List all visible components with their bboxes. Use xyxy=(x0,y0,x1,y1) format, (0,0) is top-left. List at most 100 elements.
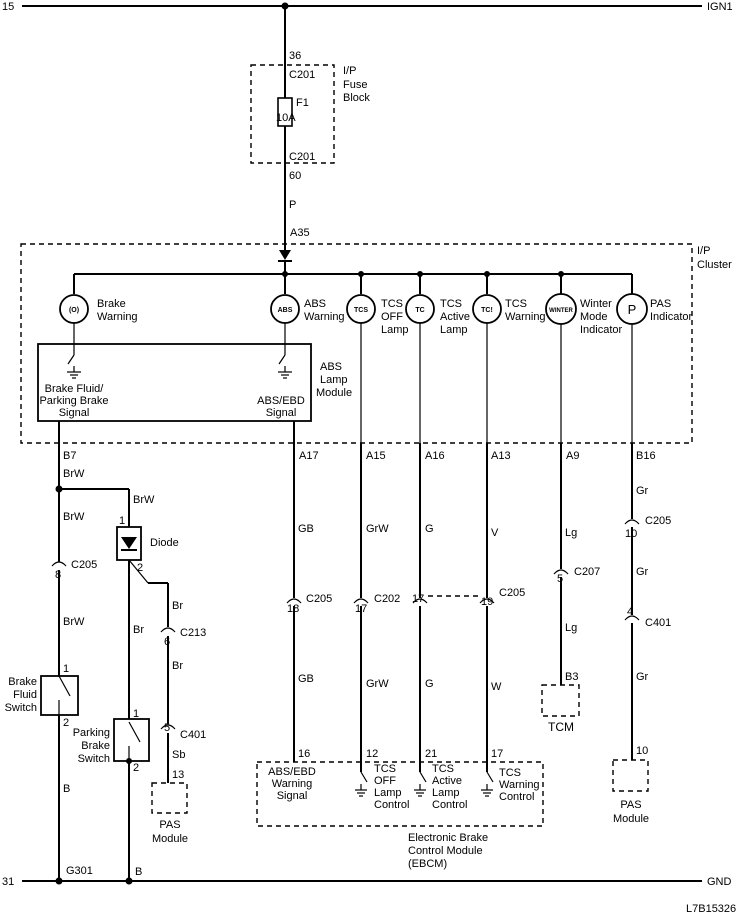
c205-pin19: 19 xyxy=(481,596,493,608)
pas-module-left-label-1: PAS xyxy=(159,819,180,831)
abs-warning-label-2: Warning xyxy=(304,311,345,323)
c401-connector xyxy=(160,724,176,730)
brake-warning-label-2: Warning xyxy=(97,311,138,323)
ebcm-tcs-active-3: Lamp xyxy=(432,787,460,799)
brake-switch-label-3: Switch xyxy=(5,702,37,714)
b16-wire-color-3: Gr xyxy=(636,671,649,683)
winter-mode-label-3: Indicator xyxy=(580,324,623,336)
c205-pin10-connector xyxy=(624,519,640,525)
cluster-diode-icon xyxy=(279,250,291,260)
c205-left-label: C205 xyxy=(71,559,97,571)
park-switch-pin-1: 1 xyxy=(133,708,139,720)
ebcm-pin-17: 17 xyxy=(491,748,503,760)
tcm-pin: B3 xyxy=(565,671,578,683)
tcs-warning-label-1: TCS xyxy=(505,298,527,310)
rail-top-number: 15 xyxy=(2,1,14,13)
c205-pin19-connector xyxy=(479,598,495,604)
cluster-outline xyxy=(20,243,693,444)
winter-mode-label-2: Mode xyxy=(580,311,608,323)
ebcm-label-3: (EBCM) xyxy=(408,858,447,870)
a9-wire-color-2: Lg xyxy=(565,622,577,634)
ebcm-abs-ebd-3: Signal xyxy=(277,790,308,802)
fuse-f1-icon xyxy=(277,97,293,127)
tcs-warning-lamp-glyph: TC! xyxy=(481,307,493,314)
tcs-active-lamp-glyph: TC xyxy=(415,307,424,314)
a17-wire-color-2: GB xyxy=(298,673,314,685)
tcs-off-lamp-glyph: TCS xyxy=(354,307,368,314)
figure-id: L7B15326 xyxy=(686,903,736,915)
pas-module-right-pin: 10 xyxy=(636,745,648,757)
brake-switch-wire-color: BrW xyxy=(63,616,85,628)
c205-pin18-connector xyxy=(286,598,302,604)
fuse-conn-bottom: C201 xyxy=(289,151,315,163)
abs-lamp-switch-blade xyxy=(278,354,286,365)
ebcm-tcs-off-2: OFF xyxy=(374,775,396,787)
diode-pin-2: 2 xyxy=(137,562,143,574)
c207-label: C207 xyxy=(574,566,600,578)
pas-module-right-box xyxy=(612,759,649,792)
brake-fluid-signal-2: Parking Brake xyxy=(39,395,108,407)
rail-top-label: IGN1 xyxy=(707,1,733,13)
brake-warning-label-1: Brake xyxy=(97,298,126,310)
pas-indicator-label-2: Indicator xyxy=(650,311,693,323)
pas-module-pin: 13 xyxy=(172,769,184,781)
pas-indicator-lamp-glyph: P xyxy=(628,302,637,317)
a16-wire-color-2: G xyxy=(425,678,434,690)
a16-pin: A16 xyxy=(425,450,445,462)
c207-connector xyxy=(553,569,569,575)
b7-wire-color-2: BrW xyxy=(63,511,85,523)
brake-lamp-switch-blade xyxy=(67,354,75,365)
abs-ebd-signal-2: Signal xyxy=(266,407,297,419)
fuse-block-label-2: Fuse xyxy=(343,79,367,91)
brake-fluid-signal-1: Brake Fluid/ xyxy=(45,383,105,395)
park-switch-pin-2: 2 xyxy=(133,762,139,774)
a13-wire-color-2: W xyxy=(491,681,502,693)
diode-pin-1: 1 xyxy=(119,515,125,527)
a9-wire-color-1: Lg xyxy=(565,527,577,539)
cluster-label-2: Cluster xyxy=(697,259,732,271)
parking-brake-switch-box xyxy=(113,718,150,762)
park-switch-ground-color: B xyxy=(135,866,142,878)
ebcm-tcs-warning-blade xyxy=(486,771,494,783)
abs-module-label-2: Lamp xyxy=(320,374,348,386)
a9-pin: A9 xyxy=(566,450,579,462)
abs-lamp-module-box xyxy=(37,343,312,422)
c401-right-connector xyxy=(624,615,640,621)
c213-label: C213 xyxy=(180,627,206,639)
abs-warning-label-1: ABS xyxy=(304,298,326,310)
ebcm-abs-ebd-2: Warning xyxy=(272,778,313,790)
g301-splice xyxy=(55,877,63,885)
ebcm-tcs-warning-3: Control xyxy=(499,791,534,803)
c401-pin4: 4 xyxy=(627,606,633,618)
diode-down-color: Br xyxy=(133,624,144,636)
c202-label: C202 xyxy=(374,593,400,605)
ebcm-pin-21: 21 xyxy=(425,748,437,760)
abs-warning-lamp-glyph: ABS xyxy=(278,307,293,314)
brake-warning-lamp-glyph: (O) xyxy=(69,307,79,314)
c205-pin17: 17 xyxy=(412,593,424,605)
pas-module-left-label-2: Module xyxy=(152,833,188,845)
pas-indicator-label-1: PAS xyxy=(650,298,671,310)
abs-module-label-3: Module xyxy=(316,387,352,399)
ebcm-outline xyxy=(256,761,544,827)
fuse-conn-top: C201 xyxy=(289,69,315,81)
fuse-block-label-1: I/P xyxy=(343,65,356,77)
ebcm-tcs-active-4: Control xyxy=(432,799,467,811)
a15-wire-color-1: GrW xyxy=(366,523,389,535)
ebcm-tcs-off-blade xyxy=(360,771,368,783)
pas-module-left-box xyxy=(151,782,188,814)
fuse-block-label-3: Block xyxy=(343,92,370,104)
diode-label: Diode xyxy=(150,537,179,549)
brake-fluid-signal-3: Signal xyxy=(59,407,90,419)
fuse-pin-bottom: 60 xyxy=(289,170,301,182)
fuse-pin-top: 36 xyxy=(289,50,301,62)
ebcm-pin-16: 16 xyxy=(298,748,310,760)
ebcm-label-1: Electronic Brake xyxy=(408,832,488,844)
tcs-off-label-3: Lamp xyxy=(381,324,409,336)
a13-pin: A13 xyxy=(491,450,511,462)
ebcm-pin-12: 12 xyxy=(366,748,378,760)
c213-connector xyxy=(160,627,176,633)
park-switch-label-2: Brake xyxy=(81,740,110,752)
c213-wire-color-1: Br xyxy=(172,600,183,612)
ebcm-tcs-off-4: Control xyxy=(374,799,409,811)
